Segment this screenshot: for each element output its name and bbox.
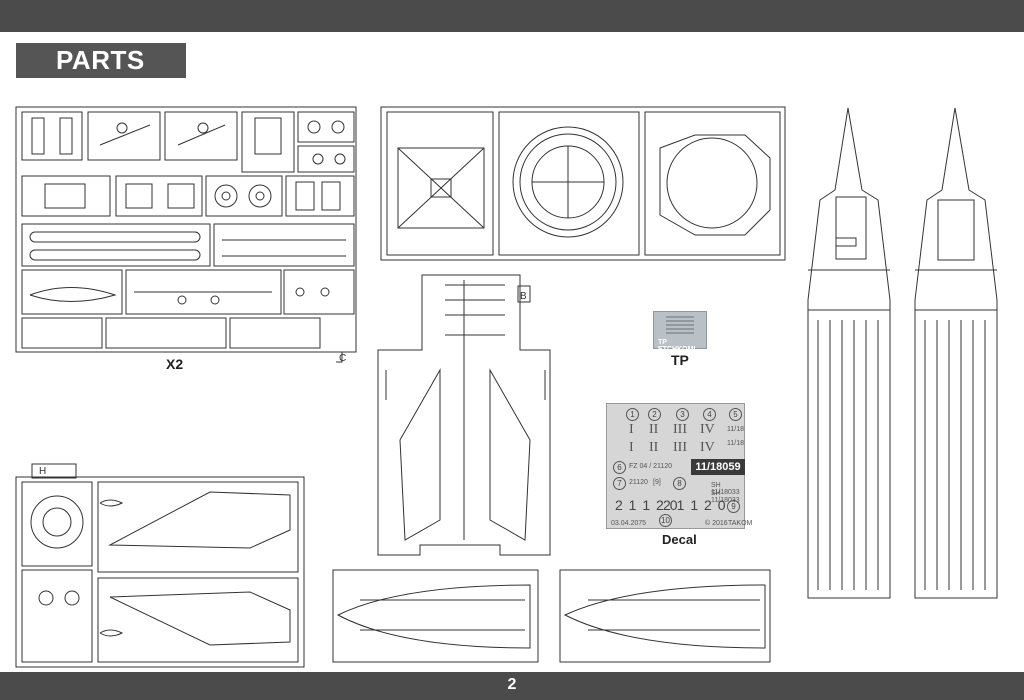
decal-sheet: 1 2 3 4 5 I II III IV 11/18 I II III IV … — [606, 403, 752, 529]
page-number: 2 — [507, 676, 517, 693]
sprue-hull-bottom — [332, 569, 771, 663]
sprue-top-center — [380, 106, 786, 261]
decal-date: 03.04.2075 — [611, 520, 647, 527]
sprue-center — [377, 274, 551, 556]
decal-roman-3a: III — [673, 422, 687, 437]
decal-number-9: 9 — [727, 500, 740, 513]
decal-number-8: 8 — [673, 477, 686, 490]
decal-number-6: 6 — [613, 461, 626, 474]
sprue-letter-b: B — [520, 291, 527, 302]
decal-roman-2b: II — [649, 440, 659, 455]
sprue-letter-c: C — [339, 353, 346, 364]
photo-etch-label: TP ETCHKOMI — [658, 339, 696, 353]
decal-big-number-1: 2 1 1 2 0 — [615, 497, 679, 513]
decal-11-18-a: 11/18 — [727, 426, 744, 433]
decal-copyright: © 2016 — [705, 520, 728, 527]
decal-brand: TAKOM — [728, 520, 753, 527]
sprue-bottom-left — [15, 463, 305, 668]
decal-serial: 11/18059 — [691, 459, 745, 475]
caption-decal: Decal — [662, 532, 697, 547]
decal-number-10: 10 — [659, 514, 672, 527]
decal-number-1: 1 — [626, 408, 639, 421]
decal-roman-4b: IV — [700, 440, 715, 455]
decal-number-2: 2 — [648, 408, 661, 421]
decal-roman-3b: III — [673, 440, 687, 455]
decal-fz-code: FZ 04 / 21120 — [629, 463, 673, 470]
decal-roman-4a: IV — [700, 422, 715, 437]
decal-big-number-2: 2 1 1 2 0 — [663, 497, 727, 513]
decal-11-18-b: 11/18 — [727, 440, 744, 447]
sprue-letter-h: H — [39, 466, 46, 477]
decal-roman-1b: I — [629, 440, 634, 455]
top-band — [0, 0, 1024, 32]
caption-x2: X2 — [166, 356, 184, 372]
photo-etch-parts — [666, 316, 694, 334]
decal-sh-code-1: SH 11/18033 — [711, 482, 740, 496]
decal-number-4: 4 — [703, 408, 716, 421]
bottom-band — [0, 672, 1024, 700]
decal-roman-2a: II — [649, 422, 659, 437]
decal-sh-code-2: SH 11/18033 — [711, 490, 740, 504]
photo-etch-sheet: TP ETCHKOMI — [653, 311, 707, 353]
decal-roman-1a: I — [629, 422, 634, 437]
decal-code-21120: 21120 — [629, 479, 648, 486]
decal-number-7: 7 — [613, 477, 626, 490]
decal-code-bracket: [9] — [653, 479, 661, 486]
caption-tp: TP — [671, 352, 689, 368]
decal-number-5: 5 — [729, 408, 742, 421]
section-title: PARTS — [16, 43, 186, 78]
sprue-tall-hulls — [807, 107, 998, 599]
sprue-top-left — [15, 106, 357, 363]
decal-number-3: 3 — [676, 408, 689, 421]
